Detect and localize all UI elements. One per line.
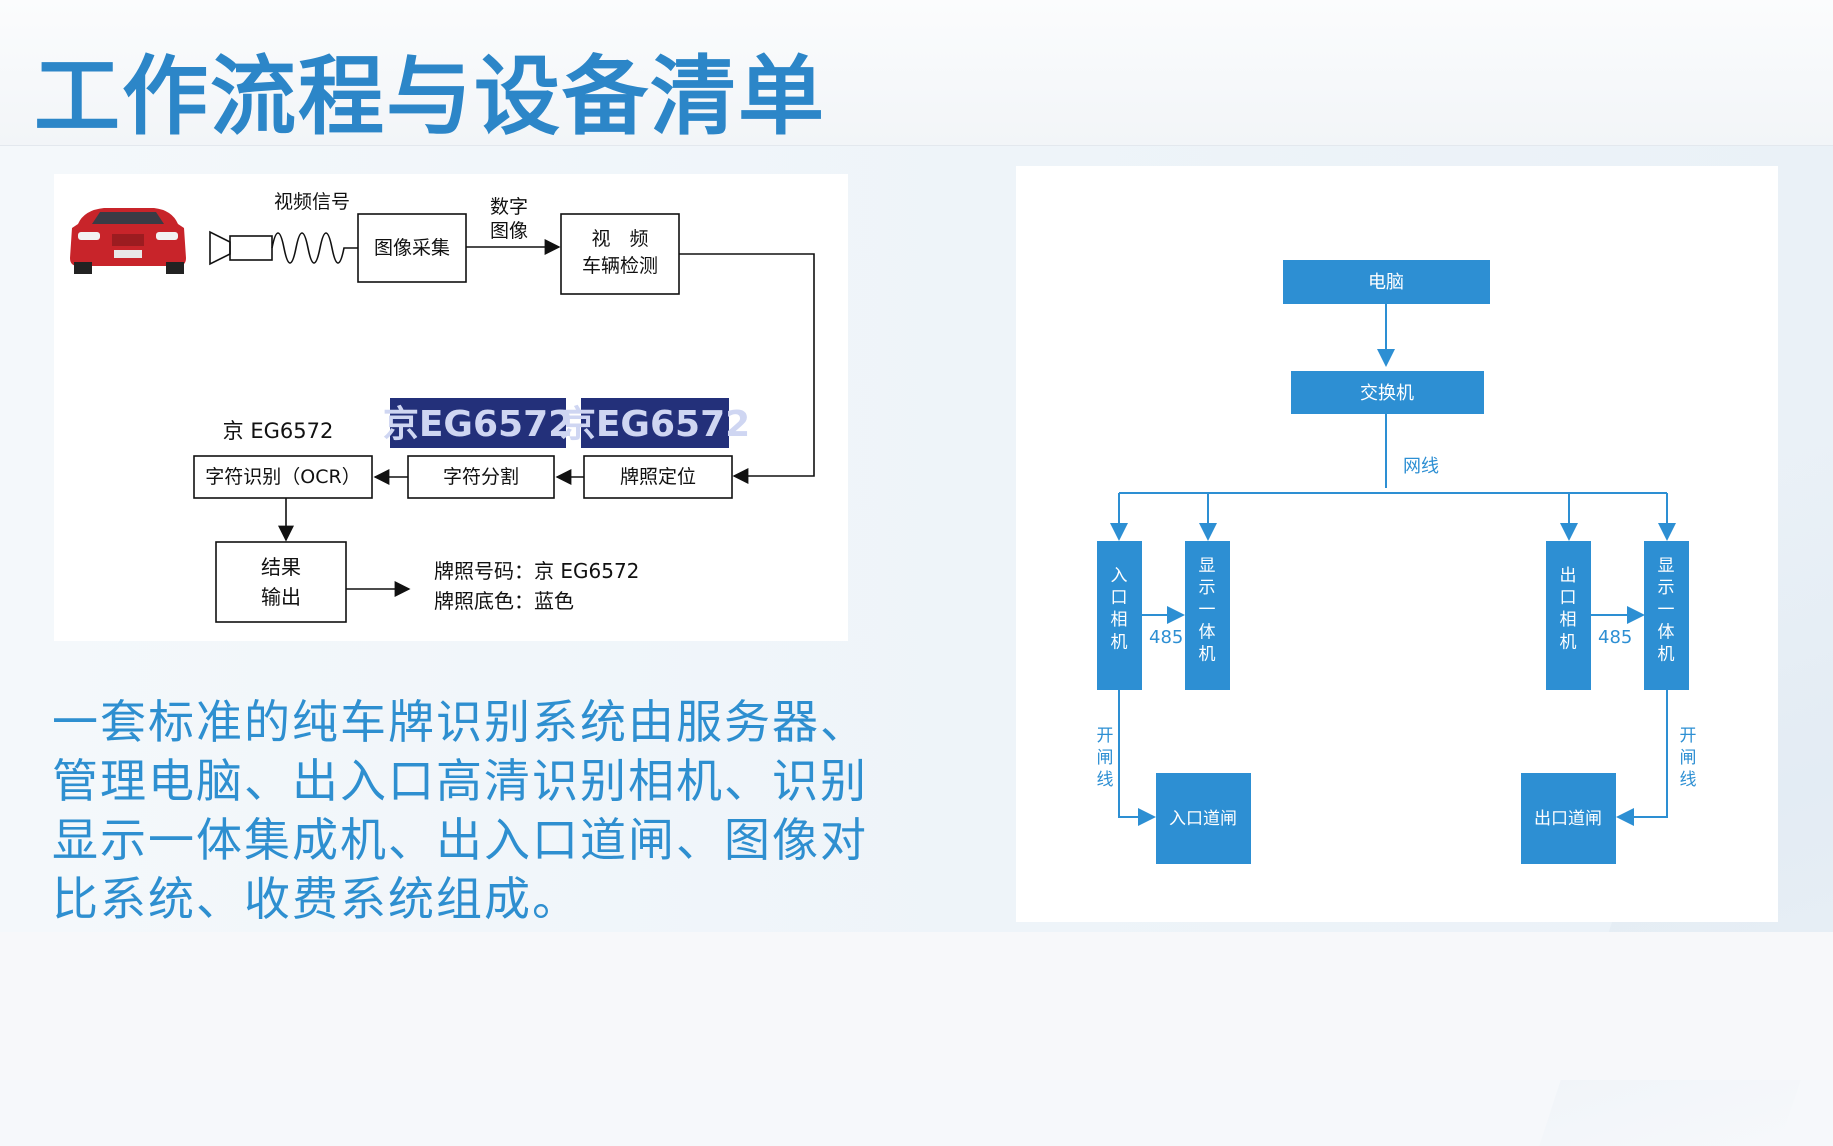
car-icon: [70, 208, 186, 274]
plate-image-2: 京EG6572: [560, 398, 750, 448]
svg-text:京EG6572: 京EG6572: [560, 403, 750, 445]
exit-gate-node: 出口道闸: [1521, 773, 1616, 864]
image-capture-box: 图像采集: [374, 237, 450, 259]
switch-node: 交换机: [1291, 371, 1484, 414]
char-segment-box: 字符分割: [443, 466, 519, 488]
svg-text:入口相机: 入口相机: [1111, 566, 1128, 652]
link-485-left: 485: [1149, 627, 1183, 648]
signal-wave: [271, 232, 358, 264]
gate-wire-left: 开闸线: [1097, 726, 1114, 790]
bottom-band: [0, 932, 1833, 1080]
link-485-right: 485: [1598, 627, 1632, 648]
digital-image-label-1: 数字: [490, 196, 528, 218]
header-band: [0, 0, 1833, 146]
vehicle-detect-line2: 车辆检测: [582, 255, 658, 277]
entry-camera-node: 入口相机: [1097, 541, 1142, 690]
result-output-line2: 输出: [261, 585, 301, 609]
output-plate-number: 牌照号码：京 EG6572: [434, 559, 639, 583]
svg-text:显示一体机: 显示一体机: [1199, 556, 1216, 664]
gate-wire-right: 开闸线: [1680, 726, 1697, 790]
entry-gate-node: 入口道闸: [1156, 773, 1251, 864]
svg-text:电脑: 电脑: [1368, 272, 1404, 293]
network-topology-diagram: 电脑 交换机 网线 入口相机 显示一体机 出口相机 显示一体机 485 485 …: [1016, 166, 1778, 922]
result-output-line1: 结果: [261, 555, 301, 579]
svg-text:出口相机: 出口相机: [1560, 566, 1577, 652]
svg-text:京EG6572: 京EG6572: [383, 403, 573, 445]
description-text: 一套标准的纯车牌识别系统由服务器、管理电脑、出入口高清识别相机、识别显示一体集成…: [52, 695, 868, 926]
plate-locate-box: 牌照定位: [620, 466, 696, 488]
page-title: 工作流程与设备清单: [34, 47, 826, 147]
exit-display-node: 显示一体机: [1644, 541, 1689, 690]
network-cable-label: 网线: [1403, 456, 1439, 477]
svg-text:入口道闸: 入口道闸: [1169, 809, 1237, 829]
svg-text:交换机: 交换机: [1360, 383, 1414, 404]
digital-image-label-2: 图像: [490, 220, 528, 242]
entry-display-node: 显示一体机: [1185, 541, 1230, 690]
ocr-box: 字符识别（OCR）: [205, 466, 360, 488]
svg-text:出口道闸: 出口道闸: [1534, 809, 1602, 829]
lpr-workflow-diagram: 视频信号 图像采集 数字 图像 视 频 车辆检测 京EG6572 京EG6572…: [54, 174, 848, 641]
plate-image-1: 京EG6572: [383, 398, 573, 448]
ocr-result-label: 京 EG6572: [223, 419, 334, 443]
vehicle-detect-line1: 视 频: [591, 228, 648, 250]
output-plate-color: 牌照底色：蓝色: [434, 589, 574, 613]
exit-camera-node: 出口相机: [1546, 541, 1591, 690]
video-camera-icon: [209, 230, 273, 266]
video-signal-label: 视频信号: [274, 191, 350, 213]
computer-node: 电脑: [1283, 260, 1490, 304]
svg-text:显示一体机: 显示一体机: [1658, 556, 1675, 664]
